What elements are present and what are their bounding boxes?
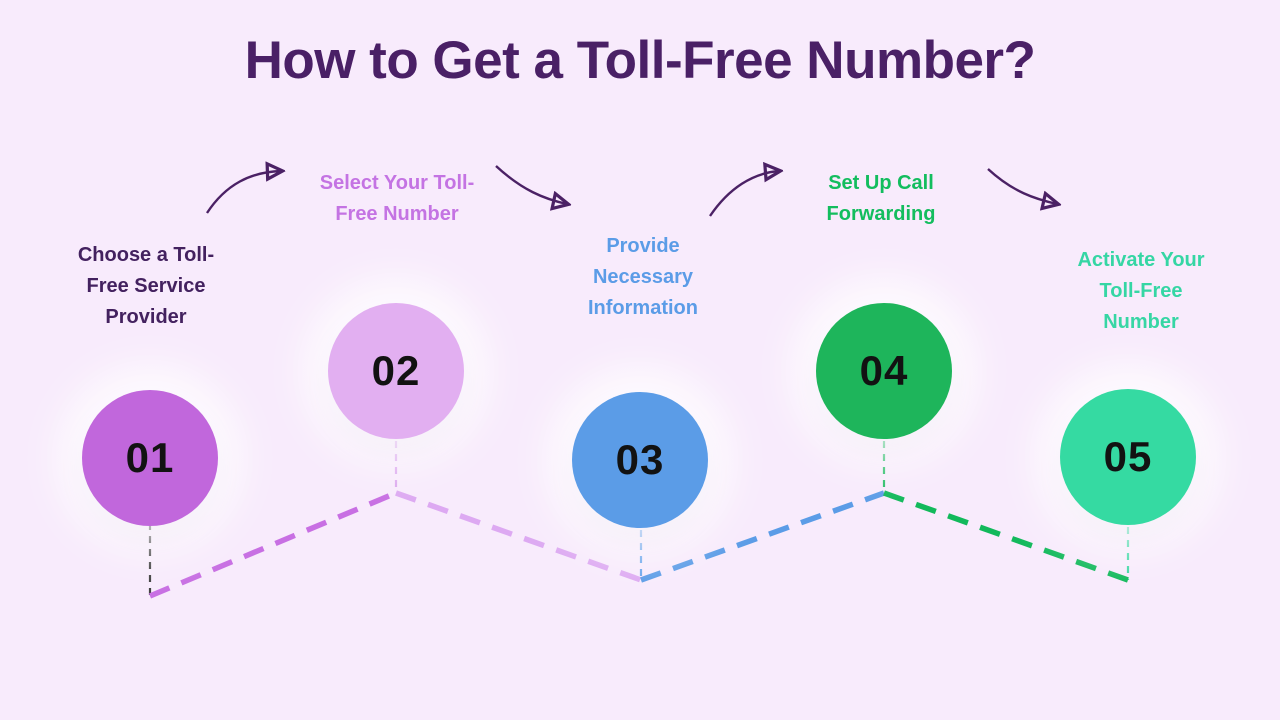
step-4-circle: 04 xyxy=(816,303,952,439)
step-1-number: 01 xyxy=(125,434,175,481)
zigzag-segment-3-4 xyxy=(640,490,885,583)
page-title: How to Get a Toll-Free Number? xyxy=(244,31,1036,90)
curved-arrow-3-4-icon xyxy=(709,171,779,217)
step-4-number: 04 xyxy=(859,347,909,394)
curved-arrow-4-5-icon xyxy=(987,168,1057,204)
step-2-circle: 02 xyxy=(328,303,464,439)
step-2-number: 02 xyxy=(371,347,421,394)
step-3-label: Provide Necessary Information xyxy=(588,235,698,319)
zigzag-segment-1-2 xyxy=(148,490,398,599)
zigzag-segment-4-5 xyxy=(883,490,1129,583)
curved-arrow-2-3-icon xyxy=(495,165,567,204)
step-2-label: Select Your Toll-Free Number xyxy=(319,172,475,225)
curved-arrow-1-2-icon xyxy=(205,171,281,214)
step-5-label: Activate Your Toll-Free Number xyxy=(1077,249,1205,333)
zigzag-segment-2-3 xyxy=(395,490,642,583)
step-3-number: 03 xyxy=(615,436,665,483)
step-5-number: 05 xyxy=(1103,433,1153,480)
step-3-circle: 03 xyxy=(572,392,708,528)
step-1-label: Choose a Toll-Free Service Provider xyxy=(77,244,215,328)
step-1-circle: 01 xyxy=(82,390,218,526)
step-5-circle: 05 xyxy=(1060,389,1196,525)
step-4-label: Set Up Call Forwarding xyxy=(826,172,936,225)
